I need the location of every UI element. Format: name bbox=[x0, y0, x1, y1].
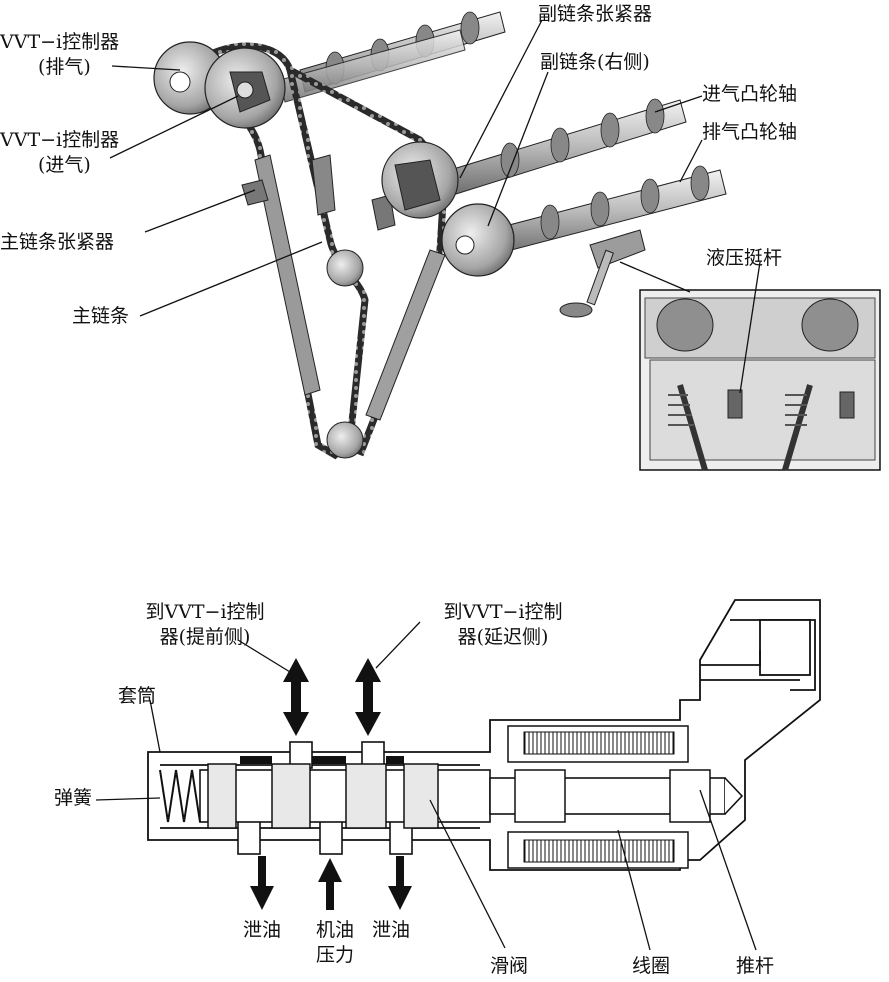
label-main-chain: 主链条 bbox=[72, 305, 130, 327]
label-to-retard-line1: 到VVT−i控制 bbox=[443, 601, 563, 623]
vvt-controller-right-exhaust bbox=[441, 203, 515, 277]
return-spring bbox=[159, 769, 201, 823]
label-vvt-intake-line1: VVT−i控制器 bbox=[0, 129, 120, 151]
label-to-advance-line2: 器(提前侧) bbox=[159, 626, 251, 648]
label-to-advance-line1: 到VVT−i控制 bbox=[145, 601, 265, 623]
label-exhaust-camshaft: 排气凸轮轴 bbox=[702, 121, 798, 143]
spool-valve bbox=[199, 756, 491, 829]
label-to-retard: 到VVT−i控制 器(延迟侧) bbox=[418, 600, 588, 650]
crankshaft-sprocket bbox=[326, 421, 364, 459]
label-intake-camshaft: 进气凸轮轴 bbox=[702, 83, 798, 105]
hydraulic-lifter-inset bbox=[639, 289, 881, 471]
exhaust-camshaft-right bbox=[489, 165, 727, 255]
top-leader-lines bbox=[109, 19, 761, 394]
chain-guide-right bbox=[311, 154, 446, 421]
label-sub-chain: 副链条(右侧) bbox=[540, 51, 650, 73]
label-coil: 线圈 bbox=[632, 955, 671, 977]
label-vvt-intake: VVT−i控制器 (进气) bbox=[0, 128, 119, 178]
label-drain-right: 泄油 bbox=[372, 919, 411, 941]
idler-sprocket bbox=[326, 249, 364, 287]
vvt-controller-intake-sprocket bbox=[204, 47, 286, 129]
valve-assembly bbox=[559, 229, 646, 318]
oil-ports bbox=[237, 741, 413, 855]
flow-arrows bbox=[250, 658, 412, 910]
bottom-leader-lines bbox=[95, 621, 757, 951]
label-drain-left: 泄油 bbox=[243, 919, 282, 941]
label-vvt-exhaust-line1: VVT−i控制器 bbox=[0, 31, 120, 53]
push-rod bbox=[489, 769, 744, 823]
label-spring: 弹簧 bbox=[54, 787, 93, 809]
main-chain-tensioner-guide bbox=[241, 154, 321, 396]
label-oil-pressure: 机油 压力 bbox=[305, 918, 365, 968]
label-oil-pressure-line1: 机油 bbox=[315, 919, 354, 941]
label-to-advance: 到VVT−i控制 器(提前侧) bbox=[120, 600, 290, 650]
label-sub-tensioner: 副链条张紧器 bbox=[538, 3, 653, 25]
label-vvt-exhaust: VVT−i控制器 (排气) bbox=[0, 30, 119, 80]
label-oil-pressure-line2: 压力 bbox=[315, 944, 354, 966]
label-vvt-exhaust-line2: (排气) bbox=[38, 56, 91, 78]
label-hydraulic-lifter: 液压挺杆 bbox=[706, 247, 783, 269]
label-to-retard-line2: 器(延迟侧) bbox=[457, 626, 549, 648]
label-push-rod: 推杆 bbox=[736, 955, 775, 977]
engine-timing-illustration bbox=[109, 11, 881, 471]
label-sleeve: 套筒 bbox=[118, 685, 157, 707]
label-main-tensioner: 主链条张紧器 bbox=[0, 231, 115, 253]
label-vvt-intake-line2: (进气) bbox=[38, 154, 91, 176]
exhaust-camshaft-upper bbox=[279, 29, 466, 103]
solenoid-coil bbox=[507, 725, 689, 869]
label-spool-valve: 滑阀 bbox=[490, 955, 529, 977]
vvt-controller-right-intake bbox=[381, 141, 459, 219]
